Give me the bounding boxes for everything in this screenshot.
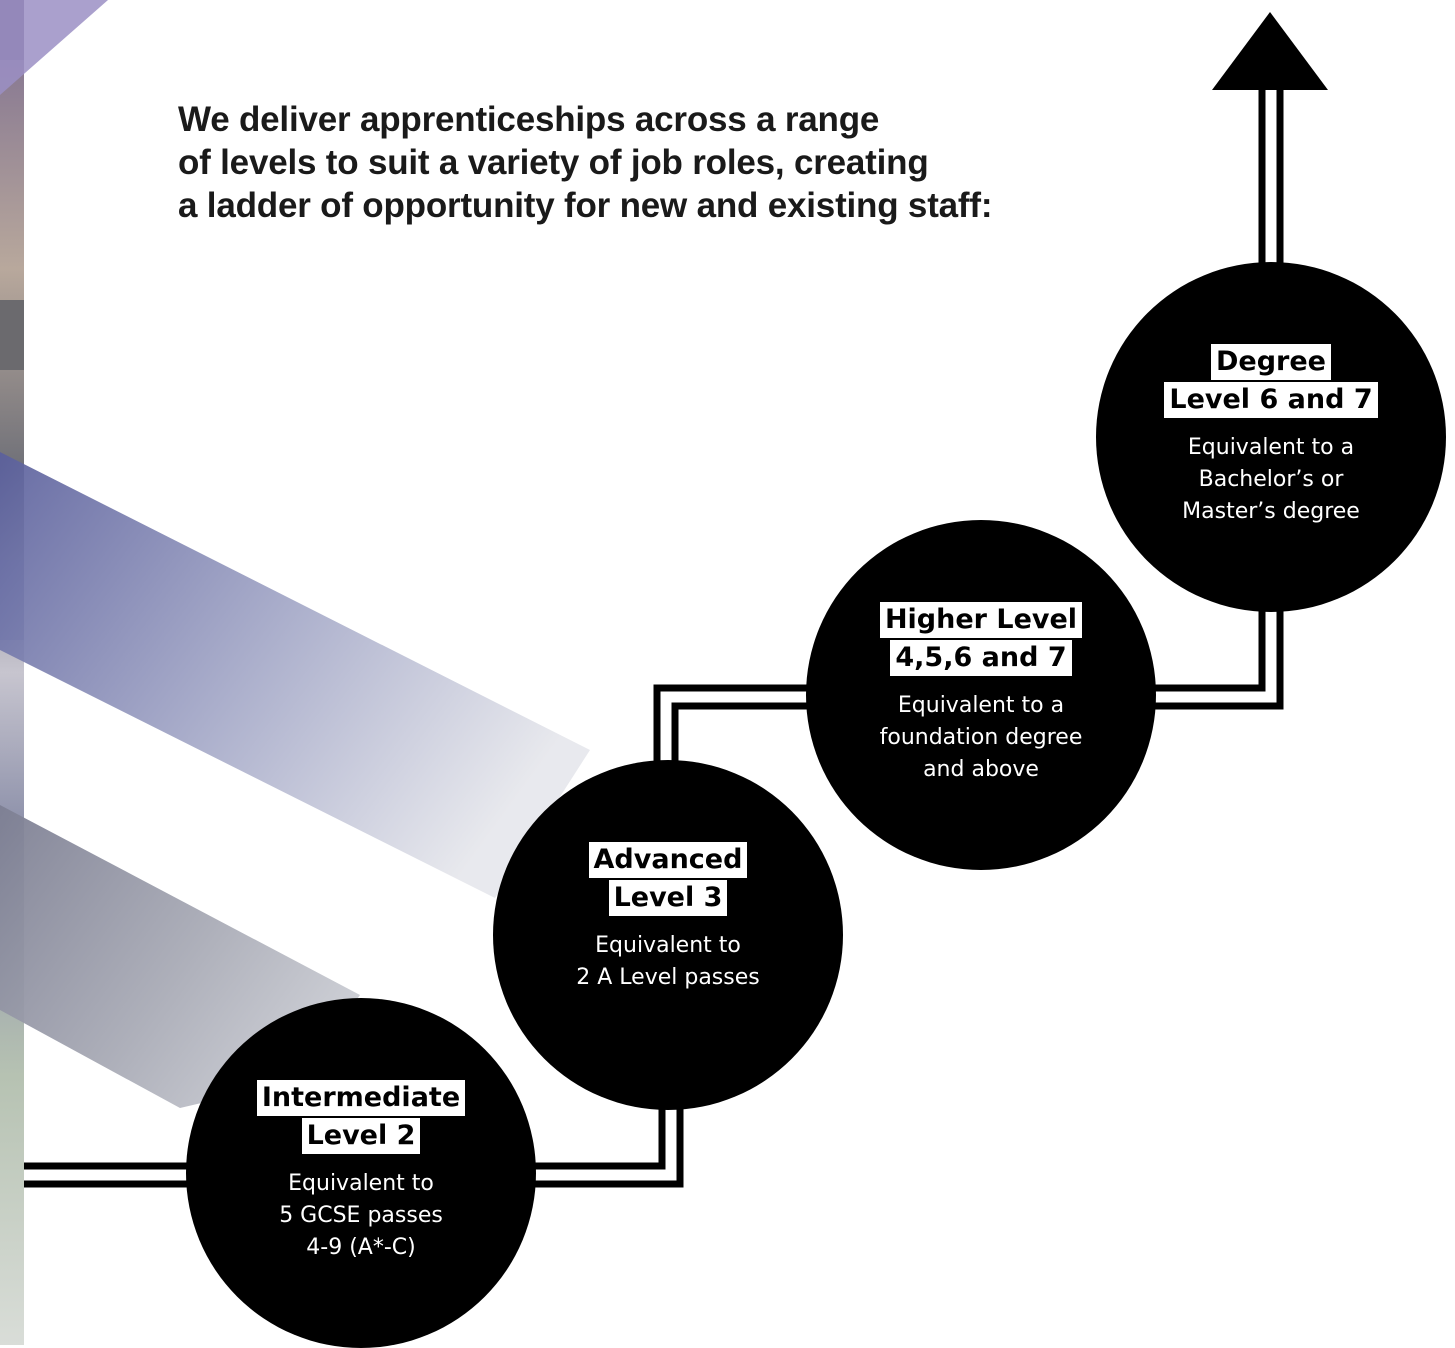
level-node-higher: Higher Level 4,5,6 and 7 Equivalent to a… <box>806 520 1156 870</box>
connector-2-3-a <box>520 1090 666 1170</box>
photo-strip <box>0 0 24 1345</box>
level-title-line: Level 6 and 7 <box>1164 382 1378 418</box>
level-title-line: Level 3 <box>608 880 728 916</box>
level-description-line: foundation degree <box>879 725 1083 750</box>
level-title-line: Intermediate <box>256 1080 466 1116</box>
level-title-line: Level 2 <box>301 1118 421 1154</box>
level-description: Equivalent to a foundation degree and ab… <box>806 690 1156 786</box>
photo-strip-dark-band <box>0 300 24 370</box>
level-node-degree: Degree Level 6 and 7 Equivalent to a Bac… <box>1096 262 1446 612</box>
intro-line: We deliver apprenticeships across a rang… <box>178 100 880 139</box>
level-description-line: 2 A Level passes <box>576 965 760 990</box>
arrow-head <box>1212 12 1328 90</box>
corner-triangle <box>0 0 108 95</box>
level-description-line: Equivalent to <box>595 933 741 958</box>
level-description-line: Master’s degree <box>1182 499 1360 524</box>
level-title-line: 4,5,6 and 7 <box>890 640 1072 676</box>
level-description: Equivalent to 2 A Level passes <box>493 930 843 994</box>
intro-line: of levels to suit a variety of job roles… <box>178 143 929 182</box>
connector-3-4-b <box>671 702 830 780</box>
level-description-line: Equivalent to <box>288 1171 434 1196</box>
level-node-advanced: Advanced Level 3 Equivalent to 2 A Level… <box>493 760 843 1110</box>
level-description-line: 5 GCSE passes <box>279 1203 443 1228</box>
level-node-intermediate: Intermediate Level 2 Equivalent to 5 GCS… <box>186 998 536 1348</box>
connector-lines <box>24 80 1284 1188</box>
level-title: Intermediate Level 2 <box>186 1080 536 1156</box>
blue-band <box>0 452 590 898</box>
connector-4-5-a <box>1140 590 1266 692</box>
level-title: Degree Level 6 and 7 <box>1096 344 1446 420</box>
level-description-line: and above <box>923 757 1039 782</box>
intro-text: We deliver apprenticeships across a rang… <box>178 98 1158 227</box>
connector-2-3-b <box>520 1090 684 1188</box>
level-title: Higher Level 4,5,6 and 7 <box>806 602 1156 678</box>
level-description-line: Equivalent to a <box>1187 435 1355 460</box>
level-description-line: 4-9 (A*-C) <box>306 1235 416 1260</box>
level-description: Equivalent to a Bachelor’s or Master’s d… <box>1096 432 1446 528</box>
level-description-line: Bachelor’s or <box>1198 467 1344 492</box>
level-description-line: Equivalent to a <box>897 693 1065 718</box>
intro-line: a ladder of opportunity for new and exis… <box>178 186 993 225</box>
level-description: Equivalent to 5 GCSE passes 4-9 (A*-C) <box>186 1168 536 1264</box>
connector-3-4-a <box>653 684 830 780</box>
level-title-line: Higher Level <box>879 602 1083 638</box>
level-title-line: Advanced <box>588 842 748 878</box>
level-title: Advanced Level 3 <box>493 842 843 918</box>
connector-4-5-b <box>1140 590 1284 710</box>
level-title-line: Degree <box>1211 344 1331 380</box>
